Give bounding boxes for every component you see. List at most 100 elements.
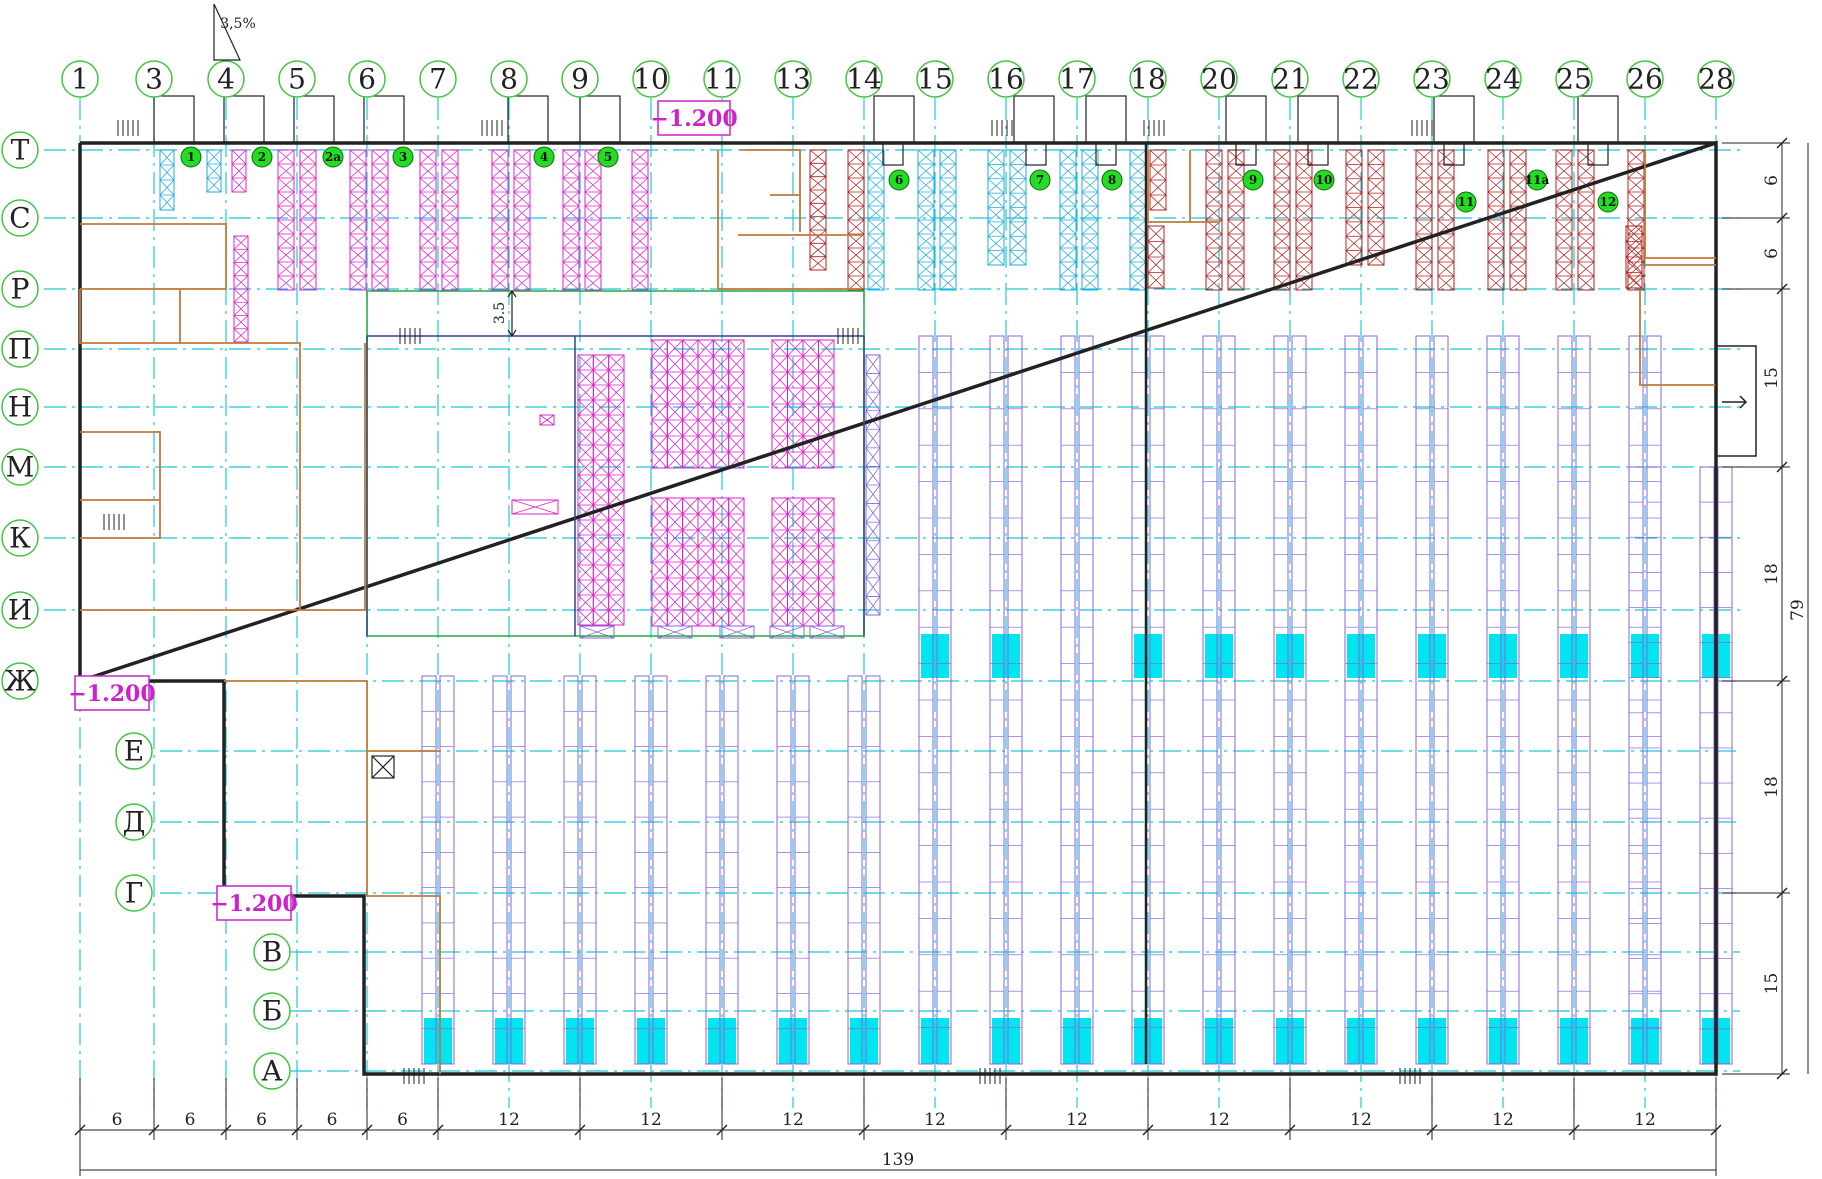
top-rack-26-cell	[1227, 205, 1245, 221]
top-rack-0-cell	[159, 179, 175, 196]
top-rack-30-cell	[1367, 178, 1385, 194]
mezzanine-edge-rack-cell	[865, 428, 881, 449]
top-rack-13-cell	[631, 247, 649, 263]
mezzanine-rack-0-1-cell	[593, 399, 609, 416]
lift-icon-cross	[371, 755, 395, 779]
dock-leveller-8	[1085, 95, 1127, 143]
mezzanine-rack-2-1-cell	[667, 545, 683, 563]
axis-bubble-row-А: А	[261, 1055, 282, 1088]
top-rack-28-cell	[1295, 261, 1313, 277]
mezzanine-rack-2-1-cell	[667, 577, 683, 595]
axis-bubble-col-7: 7	[429, 63, 447, 96]
mezzanine-rack-2-4-cell	[713, 577, 729, 595]
mezzanine-rack-4-2-cell	[802, 561, 819, 579]
tall-rack-18-a	[776, 675, 792, 1065]
top-rack-34-cell	[1509, 219, 1527, 235]
bottom-dim-value: 6	[397, 1110, 408, 1130]
top-rack-33-cell	[1487, 261, 1505, 277]
mezzanine-rack-1-1-cell	[667, 339, 683, 357]
top-rack-32-cell	[1437, 149, 1455, 165]
top-rack-35-cell	[1555, 233, 1573, 249]
dock-leveller-12	[1577, 95, 1619, 143]
top-rack-3-cell	[277, 275, 295, 291]
top-rack-19-cell	[987, 221, 1005, 237]
top-rack-36-cell	[1577, 247, 1595, 263]
top-rack-37-cell	[1627, 177, 1645, 193]
axis-bubble-row-И: И	[8, 594, 32, 627]
top-rack-5-cell	[349, 275, 367, 291]
top-rack-20-cell	[1009, 163, 1027, 180]
top-rack-36-cell	[1577, 219, 1595, 235]
top-rack-19-cell	[987, 235, 1005, 251]
stair-icon-4	[1411, 120, 1433, 136]
right-dim-value: 15	[1762, 973, 1782, 995]
bottom-dim-tick-0	[74, 1124, 86, 1136]
mezzanine-rack-2-0-cell	[651, 577, 668, 595]
mezzanine-rack-2-3-cell	[697, 577, 714, 595]
mezzanine-rack-4-1-cell	[787, 561, 804, 579]
top-rack-11-cell	[562, 261, 580, 277]
top-rack-37-cell	[1627, 191, 1645, 207]
top-rack-8-cell	[441, 247, 459, 263]
top-rack-15-cell	[847, 163, 865, 179]
mezzanine-rack-0-2-cell	[608, 369, 625, 386]
mezzanine-rack-1-4-cell	[713, 451, 729, 469]
top-rack-8-cell	[441, 233, 459, 249]
mezzanine-edge-rack-cell	[865, 540, 881, 560]
mezzanine-rack-4-2-cell	[802, 497, 819, 515]
right-dim-value: 15	[1762, 367, 1782, 389]
top-rack-27-cell	[1273, 149, 1291, 165]
top-rack-13-cell	[631, 219, 649, 235]
rack-col4-long-cell	[233, 288, 249, 303]
elevation-label: −1.200	[210, 891, 297, 917]
mezzanine-rack-2-0-cell	[651, 529, 668, 547]
top-rack-17-cell	[917, 247, 935, 263]
dock-marker-label: 2а	[325, 150, 341, 164]
mezzanine-rack-1-5-cell	[728, 403, 745, 421]
axis-bubble-row-В: В	[262, 936, 283, 969]
top-rack-29-cell	[1345, 163, 1363, 180]
dock-marker-6	[888, 169, 910, 191]
top-rack-9-cell	[491, 233, 509, 249]
top-rack-26-cell	[1227, 233, 1245, 249]
mezzanine-rack-4-3-cell	[818, 513, 835, 531]
axis-bubble-row-К-circle	[1, 519, 39, 557]
top-rack-25-cell	[1205, 191, 1223, 207]
bottom-dim-value: 12	[1350, 1110, 1372, 1130]
east-office-partitions	[1147, 150, 1218, 223]
mezzanine-rack-0-2-cell	[608, 594, 625, 611]
bottom-dim-value: 12	[1208, 1110, 1230, 1130]
mezzanine-rack-4-0-cell	[771, 593, 788, 611]
top-rack-1-cell	[206, 149, 222, 165]
top-rack-33-cell	[1487, 191, 1505, 207]
axis-bubble-row-К: К	[9, 522, 31, 555]
top-rack-6-cell	[371, 247, 389, 263]
top-rack-13-cell	[631, 149, 649, 165]
mezzanine-rack-0-1-cell	[593, 579, 609, 596]
mezzanine-rack-1-1-cell	[667, 403, 683, 421]
axis-bubble-col-3-circle	[135, 60, 173, 98]
mezzanine-rack-2-1-cell	[667, 497, 683, 515]
dock-leveller-7	[1013, 95, 1055, 143]
right-dim-tick-2	[1776, 283, 1788, 295]
top-rack-8-cell	[441, 261, 459, 277]
axis-bubble-col-7-circle	[419, 60, 457, 98]
dock-leveller-9	[1225, 95, 1267, 143]
top-rack-10-cell	[513, 163, 531, 179]
mezzanine-rack-2-3-cell	[697, 513, 714, 531]
top-rack-33-cell	[1487, 233, 1505, 249]
east-ramp	[1715, 345, 1757, 457]
top-rack-25-cell	[1205, 177, 1223, 193]
top-rack-23-cell	[1129, 177, 1147, 193]
top-rack-28-cell	[1295, 191, 1313, 207]
mezzanine-rack-2-4-cell	[713, 513, 729, 531]
axis-bubble-row-С: С	[9, 202, 30, 235]
bottom-dim-tick-7	[716, 1124, 728, 1136]
axis-bubble-col-25-circle	[1555, 60, 1593, 98]
top-rack-31-cell	[1415, 261, 1433, 277]
right-dim-tick-0	[1776, 137, 1788, 149]
right-dim-tick-4	[1776, 675, 1788, 687]
mezzanine-edge-rack-cell	[865, 354, 881, 374]
